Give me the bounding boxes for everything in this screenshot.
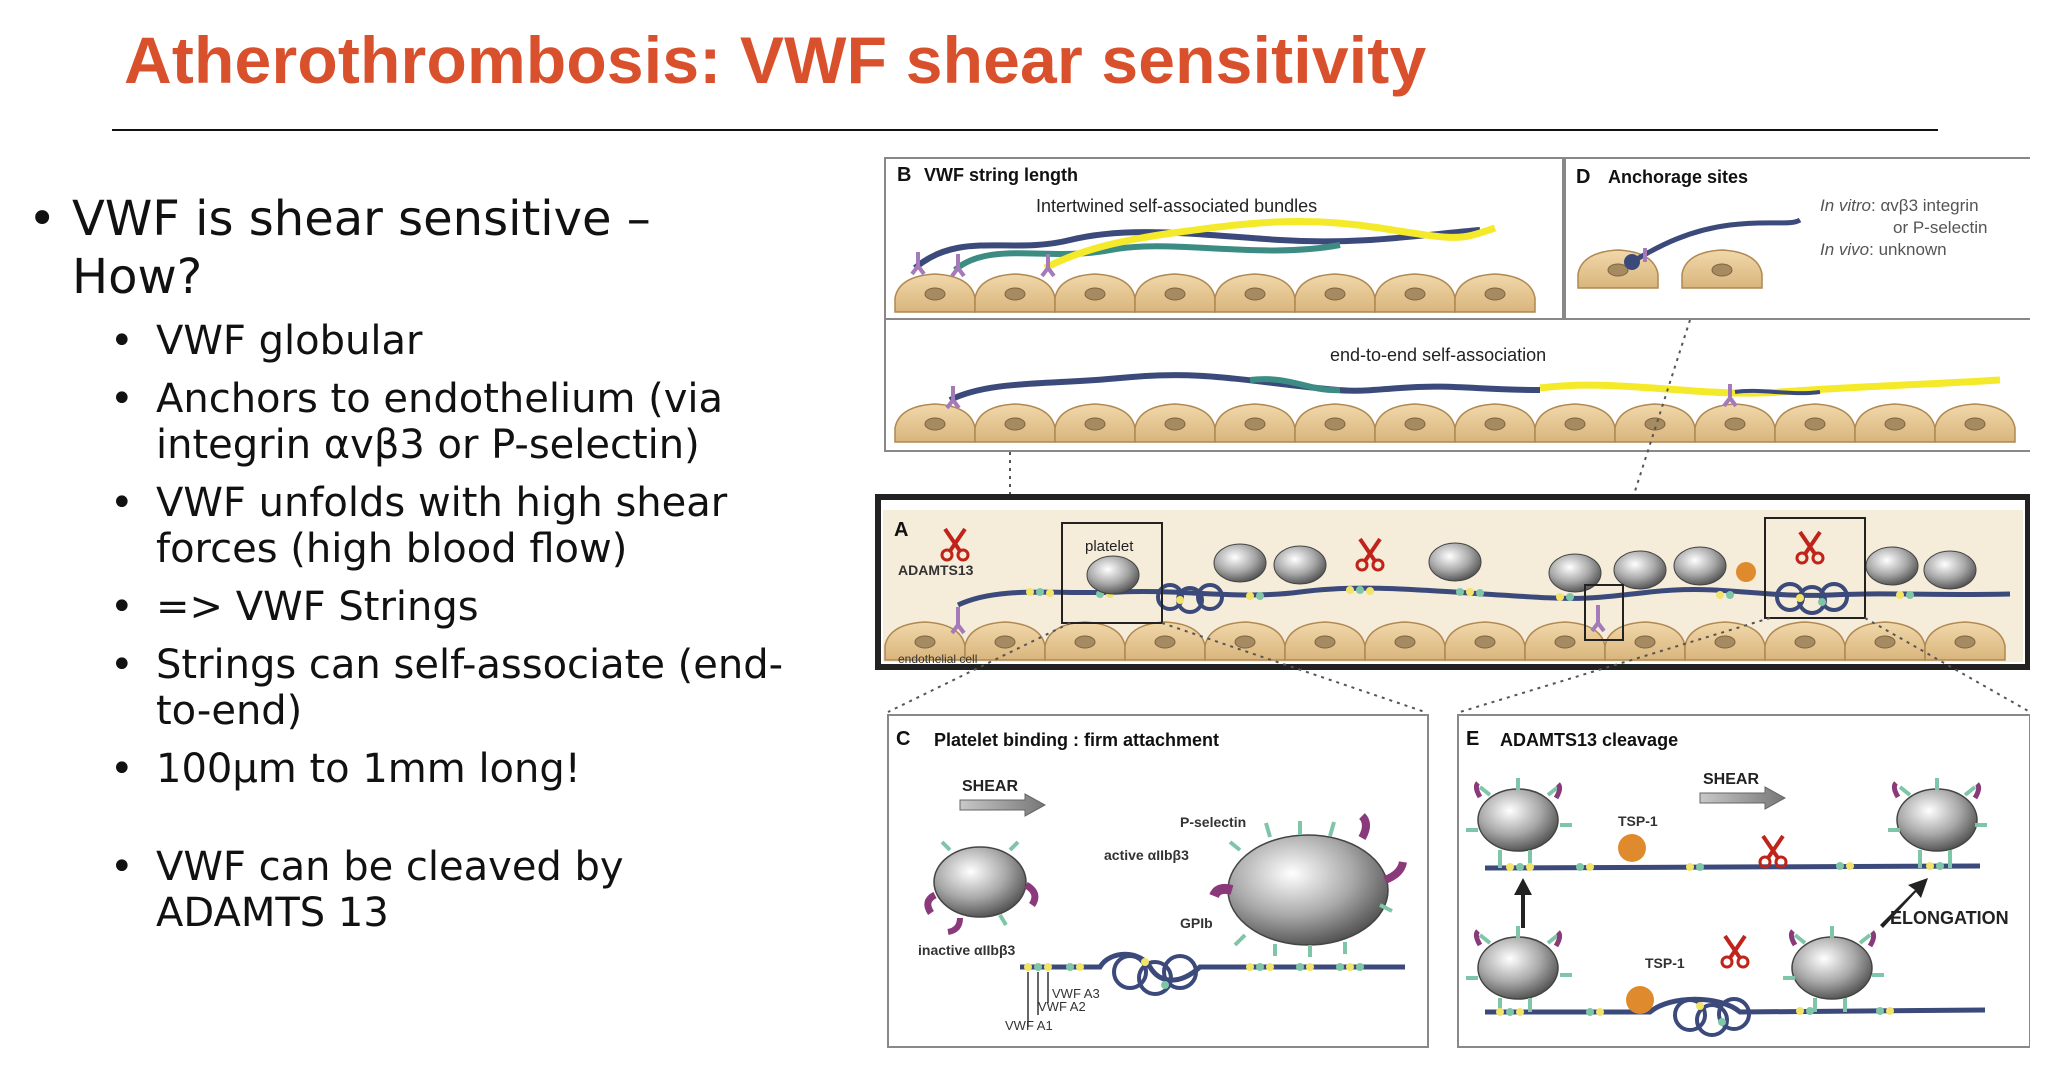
bullet-sub: •100µm to 1mm long!	[110, 746, 581, 792]
bullet-sub: •VWF unfolds with high shear forces (hig…	[110, 480, 728, 572]
tsp1-dot	[1626, 986, 1654, 1014]
bullet-dot-icon: •	[110, 746, 134, 792]
vwf-domain-beads	[1496, 1002, 1894, 1026]
gpib-label: GPIb	[1180, 915, 1213, 931]
vwf-domain-beads	[1024, 958, 1364, 989]
panel-b-letter: B	[897, 164, 911, 186]
vwf-domain-beads	[1026, 586, 1914, 606]
panel-b-caption-bottom: end-to-end self-association	[1330, 345, 1546, 365]
endothelial-cells-row	[894, 403, 2016, 443]
vwf-a1-label: VWF A1	[1005, 1018, 1053, 1033]
p-selectin-label: P-selectin	[1180, 814, 1246, 830]
vwf-string	[1484, 863, 1981, 871]
panel-e-title: ADAMTS13 cleavage	[1500, 730, 1678, 750]
tsp1-dot	[1736, 562, 1756, 582]
tsp1-label: TSP-1	[1645, 955, 1685, 971]
panel-d: D Anchorage sites In vitro: αvβ3 integri…	[1564, 157, 2030, 320]
platelet	[1791, 936, 1873, 1000]
vwf-a2-label: VWF A2	[1038, 999, 1086, 1014]
panel-b-caption-top: Intertwined self-associated bundles	[1036, 196, 1317, 216]
bullet-list: •VWF is shear sensitive – How? •VWF glob…	[28, 190, 788, 936]
bullet-dot-icon: •	[110, 584, 134, 630]
platelet	[1477, 788, 1559, 852]
vwf-figure: B VWF string length Intertwined self-ass…	[875, 157, 2030, 1048]
panel-b-title: VWF string length	[924, 165, 1078, 185]
inactive-integrin-label: inactive αIIbβ3	[918, 942, 1016, 958]
tsp1-label: TSP-1	[1618, 813, 1658, 829]
up-arrow-icon	[1514, 878, 1532, 928]
panel-c-letter: C	[896, 728, 910, 750]
bullet-sub: •Strings can self-associate (end-to-end)	[110, 642, 784, 734]
diagonal-arrow-icon	[1880, 878, 1928, 928]
inactive-platelet	[933, 846, 1027, 918]
vwf-a3-label: VWF A3	[1052, 986, 1100, 1001]
shear-arrow-icon	[1699, 786, 1787, 810]
panel-d-line2: or P-selectin	[1893, 218, 1987, 237]
bullet-dot-icon: •	[110, 376, 134, 422]
adamts13-label: ADAMTS13	[898, 562, 974, 578]
vwf-string	[1043, 217, 1497, 272]
endothelial-cell-label: endothelial cell	[898, 652, 977, 666]
shear-arrow-icon	[959, 793, 1047, 817]
bullet-dot-icon: •	[110, 480, 134, 526]
active-integrin-label: active αIIbβ3	[1104, 847, 1189, 863]
panel-b: B VWF string length Intertwined self-ass…	[884, 157, 2030, 452]
bullet-sub: •Anchors to endothelium (via integrin αv…	[110, 376, 724, 468]
panel-a: A ADAMTS13 endothelial cell	[875, 494, 2030, 670]
vwf-domain-beads	[1506, 862, 1944, 871]
bullet-dot-icon: •	[110, 318, 134, 364]
shear-label: SHEAR	[1703, 771, 1759, 788]
active-platelet	[1227, 834, 1389, 946]
shear-label: SHEAR	[962, 778, 1018, 795]
vwf-string	[953, 242, 1341, 273]
bullet-dot-icon: •	[110, 844, 134, 890]
bullet-sub: •=> VWF Strings	[110, 584, 479, 630]
platelet	[1896, 788, 1978, 852]
panel-a-letter: A	[894, 519, 908, 541]
panel-d-line1: In vitro: αvβ3 integrin	[1820, 196, 1979, 215]
bullet-sub: •VWF can be cleaved by ADAMTS 13	[110, 844, 624, 936]
elongation-label: ELONGATION	[1890, 908, 2009, 928]
bullet-sub: •VWF globular	[110, 318, 423, 364]
vwf-string	[1020, 951, 1405, 983]
vwf-string	[948, 372, 1541, 403]
tsp1-dot	[1618, 834, 1646, 862]
panel-c-title: Platelet binding : firm attachment	[934, 730, 1219, 750]
bullet-main: •VWF is shear sensitive – How?	[28, 191, 651, 305]
panel-d-letter: D	[1576, 166, 1590, 188]
panel-c: C Platelet binding : firm attachment SHE…	[887, 714, 1429, 1048]
slide-title: Atherothrombosis: VWF shear sensitivity	[124, 23, 1427, 97]
panel-e: E ADAMTS13 cleavage SHEAR TSP-1 ELONGATI…	[1457, 714, 2030, 1048]
platelet	[1477, 936, 1559, 1000]
panel-d-line3: In vivo: unknown	[1820, 240, 1947, 259]
bullet-dot-icon: •	[110, 642, 134, 688]
panel-e-letter: E	[1466, 728, 1479, 750]
platelet-label: platelet	[1085, 538, 1134, 555]
panel-d-title: Anchorage sites	[1608, 167, 1748, 187]
title-divider	[112, 129, 1938, 131]
bullet-dot-icon: •	[28, 191, 57, 247]
